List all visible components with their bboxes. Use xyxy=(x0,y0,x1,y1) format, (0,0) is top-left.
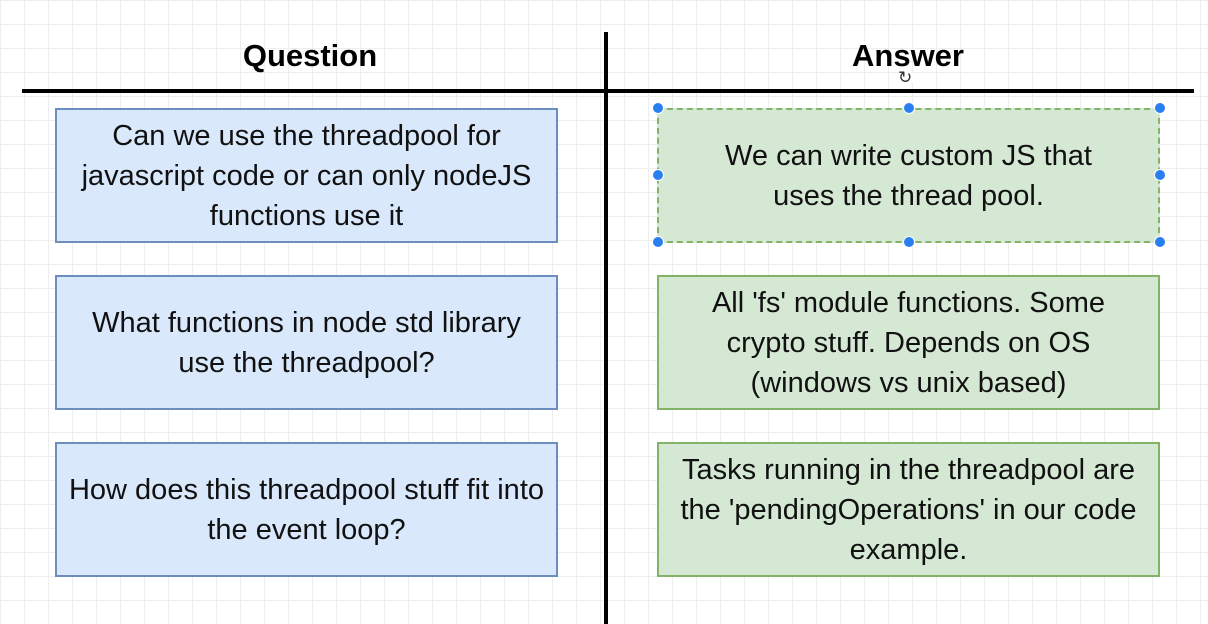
question-text-3: How does this threadpool stuff fit into … xyxy=(68,473,545,546)
column-divider-line xyxy=(604,32,608,624)
answer-text-2: All 'fs' module functions. Some crypto s… xyxy=(711,286,1106,399)
header-divider-line xyxy=(22,89,1194,93)
answer-text-3: Tasks running in the threadpool are the … xyxy=(680,453,1137,566)
question-card-3[interactable]: How does this threadpool stuff fit into … xyxy=(55,442,558,577)
answer-card-1[interactable]: We can write custom JS that uses the thr… xyxy=(657,108,1160,243)
question-text-1: Can we use the threadpool for javascript… xyxy=(81,119,532,232)
resize-handle-top[interactable] xyxy=(903,102,915,114)
resize-handle-left[interactable] xyxy=(652,169,664,181)
resize-handle-top-right[interactable] xyxy=(1154,102,1166,114)
question-text-2: What functions in node std library use t… xyxy=(92,306,521,379)
answer-card-3[interactable]: Tasks running in the threadpool are the … xyxy=(657,442,1160,577)
rotate-cursor-icon: ↻ xyxy=(898,68,914,87)
resize-handle-top-left[interactable] xyxy=(652,102,664,114)
question-card-2[interactable]: What functions in node std library use t… xyxy=(55,275,558,410)
answer-column-header: Answer xyxy=(852,38,964,73)
resize-handle-bottom-right[interactable] xyxy=(1154,236,1166,248)
answer-text-1: We can write custom JS that uses the thr… xyxy=(725,139,1092,212)
resize-handle-right[interactable] xyxy=(1154,169,1166,181)
question-card-1[interactable]: Can we use the threadpool for javascript… xyxy=(55,108,558,243)
resize-handle-bottom-left[interactable] xyxy=(652,236,664,248)
question-column-header: Question xyxy=(242,38,378,73)
answer-card-2[interactable]: All 'fs' module functions. Some crypto s… xyxy=(657,275,1160,410)
resize-handle-bottom[interactable] xyxy=(903,236,915,248)
